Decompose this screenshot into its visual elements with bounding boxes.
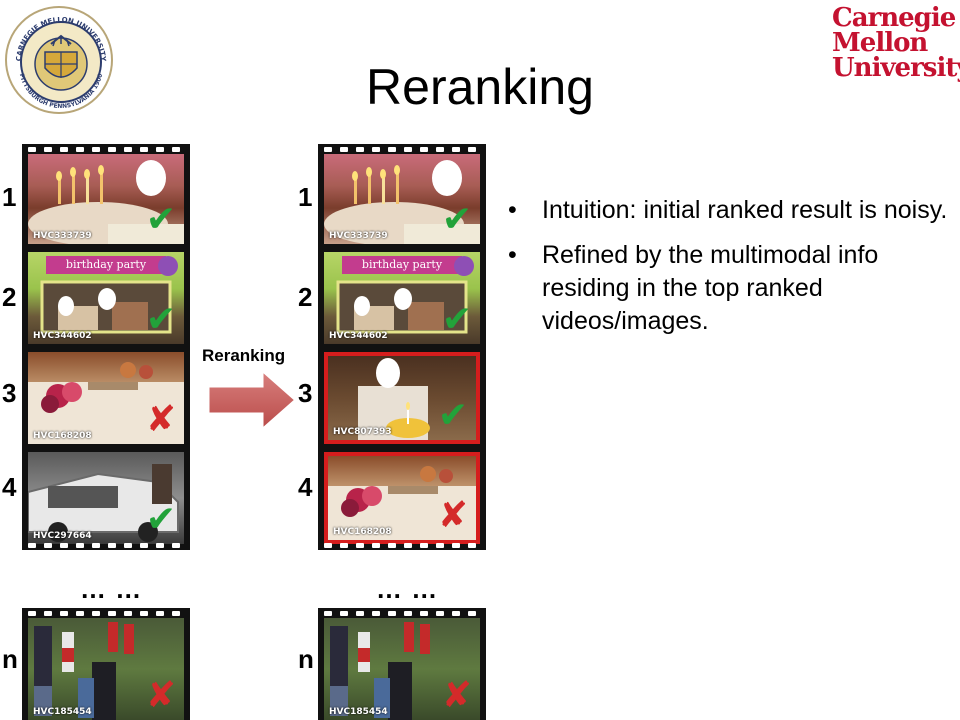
blurred-face [376, 358, 400, 388]
slide-title: Reranking [366, 59, 594, 115]
left-frame-3: HVC168208 ✘ [28, 352, 184, 444]
bullet-dot: • [508, 241, 517, 269]
football-scene-icon [330, 622, 430, 720]
right-rank-4: 4 [298, 472, 313, 502]
bullet-list: • Intuition: initial ranked result is no… [508, 194, 948, 350]
check-icon: ✔ [441, 299, 472, 340]
left-rank-3: 3 [2, 378, 17, 408]
check-icon: ✔ [145, 499, 176, 540]
cross-icon: ✘ [145, 399, 176, 440]
left-rank-n: n [2, 644, 18, 674]
frame-banner: birthday party [342, 256, 462, 274]
car-scene-icon [28, 464, 179, 542]
right-arrow-icon [206, 366, 299, 434]
right-frame-1: HVC333739 ✔ [324, 154, 480, 244]
video-id: HVC344602 [33, 331, 92, 341]
video-id: HVC807393 [333, 427, 392, 437]
sprocket-row-icon [28, 147, 180, 152]
wordmark-line3: University [832, 53, 960, 83]
right-rank-2: 2 [298, 282, 313, 312]
seal-graphic: CARNEGIE MELLON UNIVERSITY PITTSBURGH PE… [15, 16, 107, 110]
wordmark-line1: Carnegie [832, 3, 956, 33]
bullet-dot: • [508, 196, 517, 224]
left-rank-1: 1 [2, 182, 17, 212]
frame-banner: birthday party [46, 256, 166, 274]
table-scene-icon [328, 466, 476, 540]
cake-scene-icon [324, 165, 480, 244]
left-frame-1: HVC333739 ✔ [28, 154, 184, 244]
cross-icon: ✘ [145, 675, 176, 716]
video-id: HVC168208 [333, 527, 392, 537]
blurred-face [354, 296, 370, 316]
cross-icon: ✘ [437, 495, 468, 536]
right-rank-3: 3 [298, 378, 313, 408]
wordmark-line2: Mellon [832, 28, 928, 58]
cmu-wordmark-logo: Carnegie Mellon University [832, 3, 960, 83]
right-rank-n: n [298, 644, 314, 674]
video-id: HVC297664 [33, 531, 92, 541]
bullet-text: Refined by the multimodal info residing … [542, 241, 879, 335]
left-rank-4: 4 [2, 472, 17, 502]
sprocket-row-icon [28, 543, 180, 548]
video-id: HVC168208 [33, 431, 92, 441]
blurred-face [58, 296, 74, 316]
right-frame-3-highlighted: HVC807393 ✔ [324, 352, 480, 444]
right-frame-n: HVC185454 ✘ [324, 618, 480, 720]
girl-cake-scene-icon [358, 386, 430, 440]
right-film-strip-n: HVC185454 ✘ [318, 608, 486, 720]
party-scene-icon [336, 256, 474, 334]
left-film-strip-n: HVC185454 ✘ [22, 608, 190, 720]
left-ellipsis: … … [80, 574, 143, 604]
sprocket-row-icon [28, 611, 180, 616]
football-scene-icon [34, 622, 134, 720]
bullet-text: Intuition: initial ranked result is nois… [542, 196, 948, 224]
check-icon: ✔ [437, 395, 468, 436]
check-icon: ✔ [145, 299, 176, 340]
video-id: HVC333739 [329, 231, 388, 241]
cake-scene-icon [28, 165, 184, 244]
check-icon: ✔ [145, 199, 176, 240]
cross-icon: ✘ [441, 675, 472, 716]
sprocket-row-icon [324, 147, 476, 152]
right-frame-4-highlighted: HVC168208 ✘ [324, 452, 480, 544]
university-seal-logo: CARNEGIE MELLON UNIVERSITY PITTSBURGH PE… [5, 6, 113, 114]
blurred-face [98, 288, 116, 310]
sprocket-row-icon [324, 543, 476, 548]
bullet-item: • Refined by the multimodal info residin… [508, 239, 948, 338]
left-rank-2: 2 [2, 282, 17, 312]
blurred-face [432, 160, 462, 196]
table-scene-icon [28, 362, 184, 444]
blurred-face [394, 288, 412, 310]
video-id: HVC344602 [329, 331, 388, 341]
bullet-item: • Intuition: initial ranked result is no… [508, 194, 948, 227]
check-icon: ✔ [441, 199, 472, 240]
right-rank-1: 1 [298, 182, 313, 212]
video-id: HVC185454 [33, 707, 92, 717]
left-film-strip: HVC333739 ✔ birthday party HVC344602 ✔ [22, 144, 190, 550]
right-frame-2: birthday party HVC344602 ✔ [324, 252, 480, 344]
reranking-arrow-label: Reranking [202, 346, 286, 365]
left-frame-2: birthday party HVC344602 ✔ [28, 252, 184, 344]
left-frame-n: HVC185454 ✘ [28, 618, 184, 720]
right-film-strip: HVC333739 ✔ birthday party HVC344602 ✔ [318, 144, 486, 550]
right-ellipsis: … … [376, 574, 439, 604]
left-frame-4: HVC297664 ✔ [28, 452, 184, 544]
video-id: HVC185454 [329, 707, 388, 717]
sprocket-row-icon [324, 611, 476, 616]
video-id: HVC333739 [33, 231, 92, 241]
blurred-face [136, 160, 166, 196]
